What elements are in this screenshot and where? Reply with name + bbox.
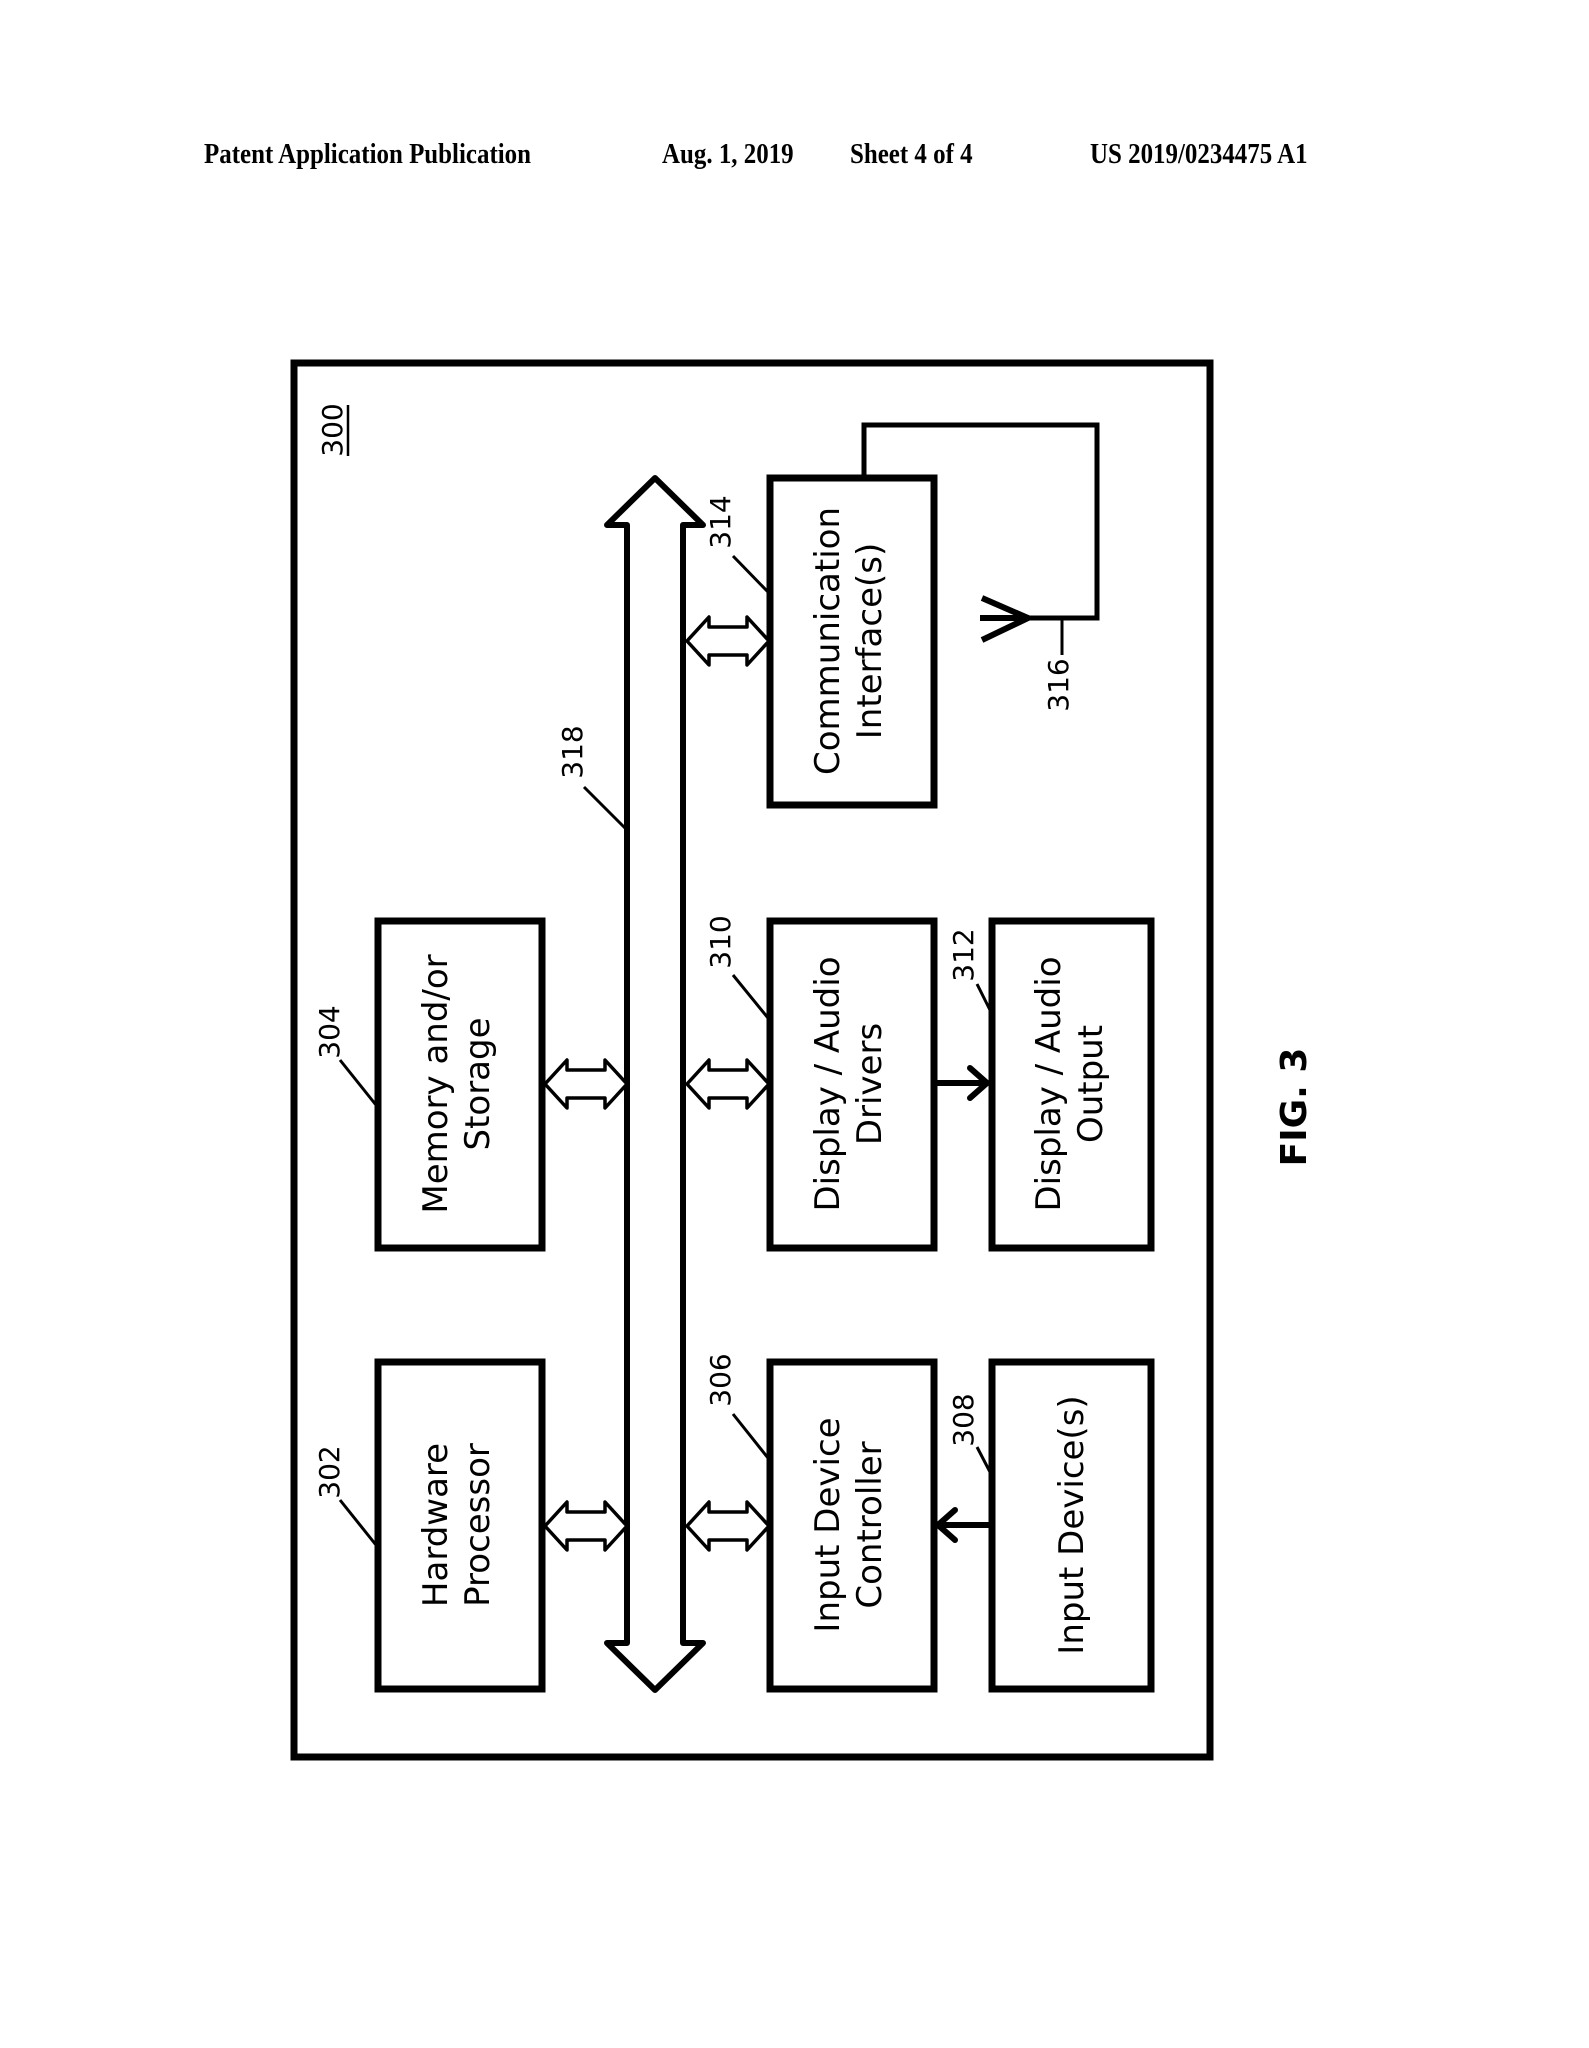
block-label: Processor (458, 1443, 498, 1607)
block-input-device-controller: Input Device Controller (766, 1358, 938, 1693)
arrowhead-right (967, 1065, 992, 1101)
leader-306 (731, 1413, 770, 1459)
block-display-audio-output: Display / Audio Output (988, 917, 1155, 1252)
ref-label-304: 304 (313, 1005, 346, 1058)
block-label: Display / Audio (1029, 956, 1069, 1211)
ref-label-302: 302 (313, 1445, 346, 1498)
arrowhead-left (933, 1507, 958, 1543)
ref-label-308: 308 (947, 1393, 980, 1446)
figure-label: FIG. 3 (1274, 1048, 1315, 1167)
ref-label-306: 306 (704, 1353, 737, 1406)
header-sheet: Sheet 4 of 4 (850, 138, 973, 170)
system-ref-label: 300 (316, 403, 349, 456)
block-label: Input Device (808, 1417, 848, 1632)
leader-314 (731, 554, 770, 594)
block-label: Interface(s) (850, 543, 890, 739)
block-label: Output (1071, 1025, 1111, 1143)
bus-ref-label: 318 (556, 725, 589, 778)
double-arrow-bus-comm-interface (685, 615, 771, 667)
header-publication: Patent Application Publication (204, 138, 532, 170)
block-hardware-processor: Hardware Processor (374, 1358, 546, 1693)
bus-ref-leader (582, 785, 627, 830)
leader-302 (338, 1499, 378, 1546)
ref-label-314: 314 (704, 495, 737, 548)
block-label: Hardware (416, 1443, 456, 1607)
block-label: Memory and/or (416, 954, 456, 1213)
double-arrow-bus-display-drivers (685, 1058, 771, 1110)
header-patent-number: US 2019/0234475 A1 (1090, 138, 1308, 170)
bus-arrow (604, 475, 706, 1693)
block-label: Storage (458, 1017, 498, 1150)
ref-label-312: 312 (947, 928, 980, 981)
block-label: Drivers (850, 1023, 890, 1145)
block-label: Input Device(s) (1052, 1395, 1092, 1654)
block-display-audio-drivers: Display / Audio Drivers (766, 917, 938, 1252)
ref-label-316: 316 (1042, 658, 1075, 711)
antenna-line (861, 422, 1100, 621)
double-arrow-memory-bus (543, 1058, 629, 1110)
double-arrow-processor-bus (543, 1500, 629, 1552)
ref-label-310: 310 (704, 915, 737, 968)
leader-310 (731, 974, 770, 1019)
leader-304 (338, 1059, 378, 1106)
leader-308 (975, 1446, 992, 1473)
leader-312 (975, 983, 992, 1011)
block-label: Communication (808, 507, 848, 775)
double-arrow-bus-input-controller (685, 1500, 771, 1552)
block-label: Controller (850, 1441, 890, 1608)
block-memory-storage: Memory and/or Storage (374, 917, 546, 1252)
block-communication-interfaces: Communication Interface(s) (766, 474, 938, 809)
system-box (290, 359, 1214, 1761)
header-date: Aug. 1, 2019 (662, 138, 794, 170)
block-input-devices: Input Device(s) (988, 1358, 1155, 1693)
block-label: Display / Audio (808, 956, 848, 1211)
